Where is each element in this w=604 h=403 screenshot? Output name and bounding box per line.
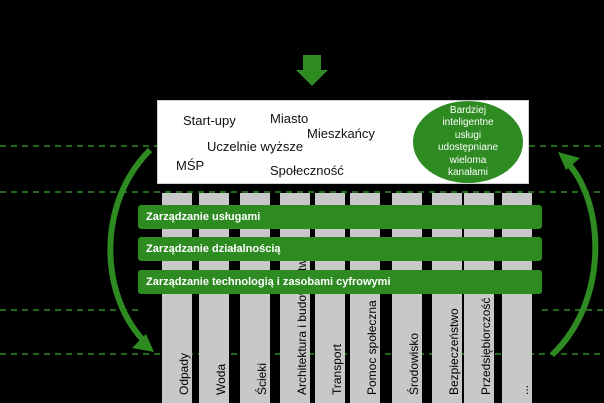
stakeholder-universities: Uczelnie wyższe: [207, 139, 304, 154]
stakeholder-startups: Start-upy: [183, 113, 236, 128]
stakeholder-residents: Mieszkańcy: [307, 126, 375, 141]
right-cycle-arrow: [549, 157, 599, 358]
left-cycle-arrow: [107, 147, 153, 348]
stakeholder-city: Miasto: [270, 111, 309, 126]
band-service-management: Zarządzanie usługami: [138, 205, 542, 229]
right-arrowhead-icon: [558, 152, 580, 170]
band-technology-management: Zarządzanie technologią i zasobami cyfro…: [138, 270, 542, 294]
band-operations-management: Zarządzanie działalnością: [138, 237, 542, 261]
down-arrow-icon: [296, 55, 328, 86]
left-arrowhead-icon: [132, 334, 154, 352]
stakeholder-sme: MŚP: [176, 158, 205, 173]
outcome-circle-text: Bardziej inteligentne usługi udostępnian…: [437, 104, 499, 179]
stakeholder-community: Społeczność: [270, 163, 344, 178]
outcome-circle: Bardziej inteligentne usługi udostępnian…: [413, 101, 523, 183]
